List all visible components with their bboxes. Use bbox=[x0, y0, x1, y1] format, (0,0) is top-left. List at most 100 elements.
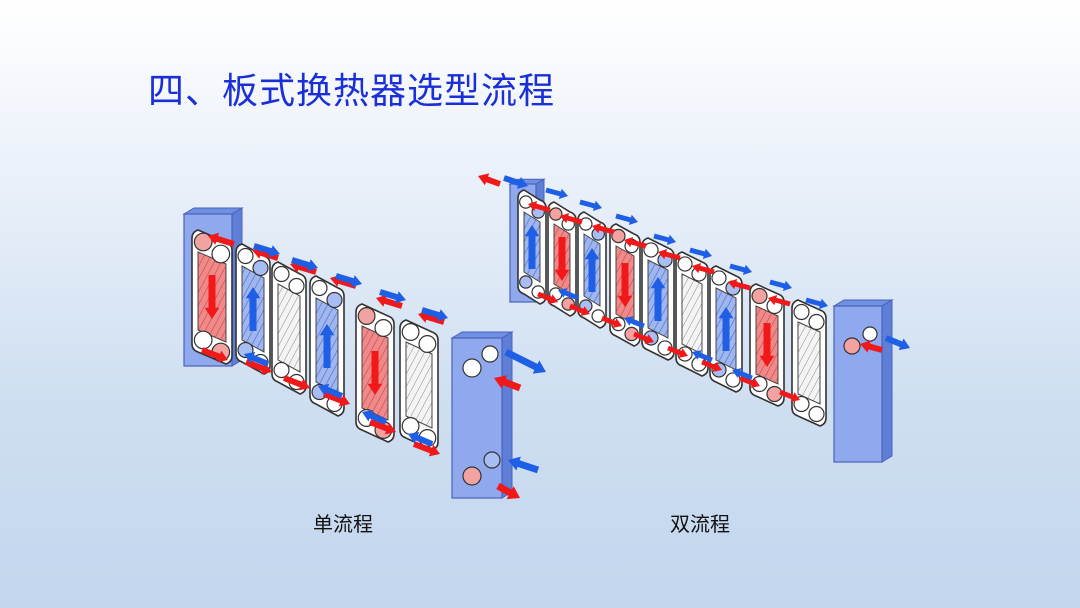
hot-flow-arrow-icon bbox=[759, 323, 775, 367]
hot-flow-arrow-icon bbox=[779, 389, 800, 402]
hot-flow-arrow-icon bbox=[701, 359, 722, 372]
double-pass-label: 双流程 bbox=[670, 512, 730, 536]
hot-flow-arrow-icon bbox=[739, 375, 760, 388]
cold-flow-arrow-icon bbox=[318, 383, 344, 399]
port-hole bbox=[288, 277, 305, 295]
pressure-frame-plate bbox=[832, 299, 894, 463]
hot-flow-arrow-icon bbox=[667, 345, 688, 358]
hot-flow-arrow-icon bbox=[208, 232, 235, 247]
port-hole bbox=[519, 195, 533, 209]
cold-flow-arrow-icon bbox=[524, 225, 540, 269]
hot-flow-arrow-icon bbox=[633, 331, 654, 344]
plate bbox=[641, 237, 675, 361]
port-hole bbox=[237, 247, 254, 265]
hot-flow-arrow-icon bbox=[560, 213, 583, 225]
hot-flow-arrow-icon bbox=[768, 295, 791, 307]
port-hole bbox=[549, 207, 563, 221]
cold-flow-arrow-icon bbox=[692, 350, 713, 363]
port-hole bbox=[483, 451, 501, 469]
cold-flow-arrow-icon bbox=[718, 307, 734, 351]
cold-flow-arrow-icon bbox=[579, 199, 602, 211]
cold-flow-arrow-icon bbox=[732, 368, 753, 381]
cold-flow-arrow-icon bbox=[335, 273, 362, 288]
cold-flow-arrow-icon bbox=[624, 316, 645, 329]
port-hole bbox=[591, 309, 605, 323]
cold-flow-arrow-icon bbox=[253, 243, 280, 258]
hot-flow-arrow-icon bbox=[592, 223, 615, 235]
plate bbox=[191, 229, 233, 365]
cold-flow-arrow-icon bbox=[805, 297, 828, 309]
hot-flow-arrow-icon bbox=[478, 173, 501, 187]
port-hole bbox=[462, 358, 482, 378]
slide-title: 四、板式换热器选型流程 bbox=[148, 71, 556, 112]
port-hole bbox=[611, 228, 626, 244]
cold-flow-arrow-icon bbox=[319, 324, 335, 368]
hot-flow-arrow-icon bbox=[554, 237, 570, 281]
port-hole bbox=[418, 335, 437, 353]
port-hole bbox=[751, 287, 768, 305]
port-hole bbox=[273, 265, 290, 283]
cold-flow-arrow-icon bbox=[244, 351, 270, 367]
hot-flow-arrow-icon bbox=[658, 249, 681, 261]
cold-flow-arrow-icon bbox=[545, 187, 568, 199]
cold-flow-arrow-icon bbox=[769, 279, 792, 291]
plate bbox=[609, 223, 641, 347]
port-hole bbox=[793, 303, 810, 321]
cold-flow-arrow-icon bbox=[729, 263, 752, 275]
single-pass-diagram bbox=[182, 207, 546, 500]
cold-flow-arrow-icon bbox=[653, 233, 676, 245]
port-hole bbox=[193, 232, 213, 252]
port-hole bbox=[808, 405, 825, 423]
port-hole bbox=[273, 361, 290, 379]
plate bbox=[791, 299, 827, 427]
plate bbox=[271, 261, 307, 395]
port-hole bbox=[211, 244, 231, 264]
cold-flow-arrow-icon bbox=[408, 431, 434, 447]
cold-flow-arrow-icon bbox=[291, 257, 318, 272]
hot-flow-arrow-icon bbox=[860, 340, 883, 353]
port-hole bbox=[462, 466, 482, 486]
port-hole bbox=[481, 345, 499, 363]
cold-flow-arrow-icon bbox=[689, 247, 712, 259]
port-hole bbox=[401, 323, 420, 341]
hot-flow-arrow-icon bbox=[496, 482, 520, 500]
hot-flow-arrow-icon bbox=[537, 291, 558, 304]
cold-flow-arrow-icon bbox=[421, 307, 448, 322]
hot-flow-arrow-icon bbox=[617, 263, 633, 307]
port-hole bbox=[579, 217, 593, 231]
hot-flow-arrow-icon bbox=[368, 419, 396, 435]
pressure-frame-plate bbox=[450, 331, 514, 499]
cold-flow-arrow-icon bbox=[508, 456, 540, 474]
port-hole bbox=[643, 242, 659, 258]
port-hole bbox=[862, 326, 878, 342]
hot-flow-arrow-icon bbox=[728, 279, 751, 291]
hot-flow-arrow-icon bbox=[692, 263, 715, 275]
port-hole bbox=[374, 319, 393, 337]
hot-flow-arrow-icon bbox=[528, 201, 551, 213]
port-hole bbox=[357, 307, 376, 325]
port-hole bbox=[311, 279, 328, 297]
hot-flow-arrow-icon bbox=[418, 310, 445, 325]
hot-flow-arrow-icon bbox=[494, 375, 522, 392]
plate bbox=[235, 243, 271, 375]
hot-flow-arrow-icon bbox=[601, 315, 622, 328]
cold-flow-arrow-icon bbox=[650, 277, 666, 321]
cold-flow-arrow-icon bbox=[503, 175, 528, 189]
port-hole bbox=[677, 256, 693, 272]
port-hole bbox=[326, 291, 343, 309]
plate bbox=[749, 283, 785, 407]
port-hole bbox=[843, 337, 861, 355]
cold-flow-arrow-icon bbox=[615, 213, 638, 225]
port-hole bbox=[711, 270, 727, 286]
hot-flow-arrow-icon bbox=[322, 391, 350, 407]
plate bbox=[399, 319, 439, 451]
cold-flow-arrow-icon bbox=[558, 288, 579, 301]
hot-flow-arrow-icon bbox=[282, 375, 310, 391]
hot-flow-arrow-icon bbox=[200, 347, 228, 363]
double-pass-diagram bbox=[478, 173, 910, 463]
plate bbox=[309, 275, 345, 417]
port-hole bbox=[808, 313, 825, 331]
hot-flow-arrow-icon bbox=[412, 441, 440, 457]
hot-flow-arrow-icon bbox=[624, 237, 647, 249]
